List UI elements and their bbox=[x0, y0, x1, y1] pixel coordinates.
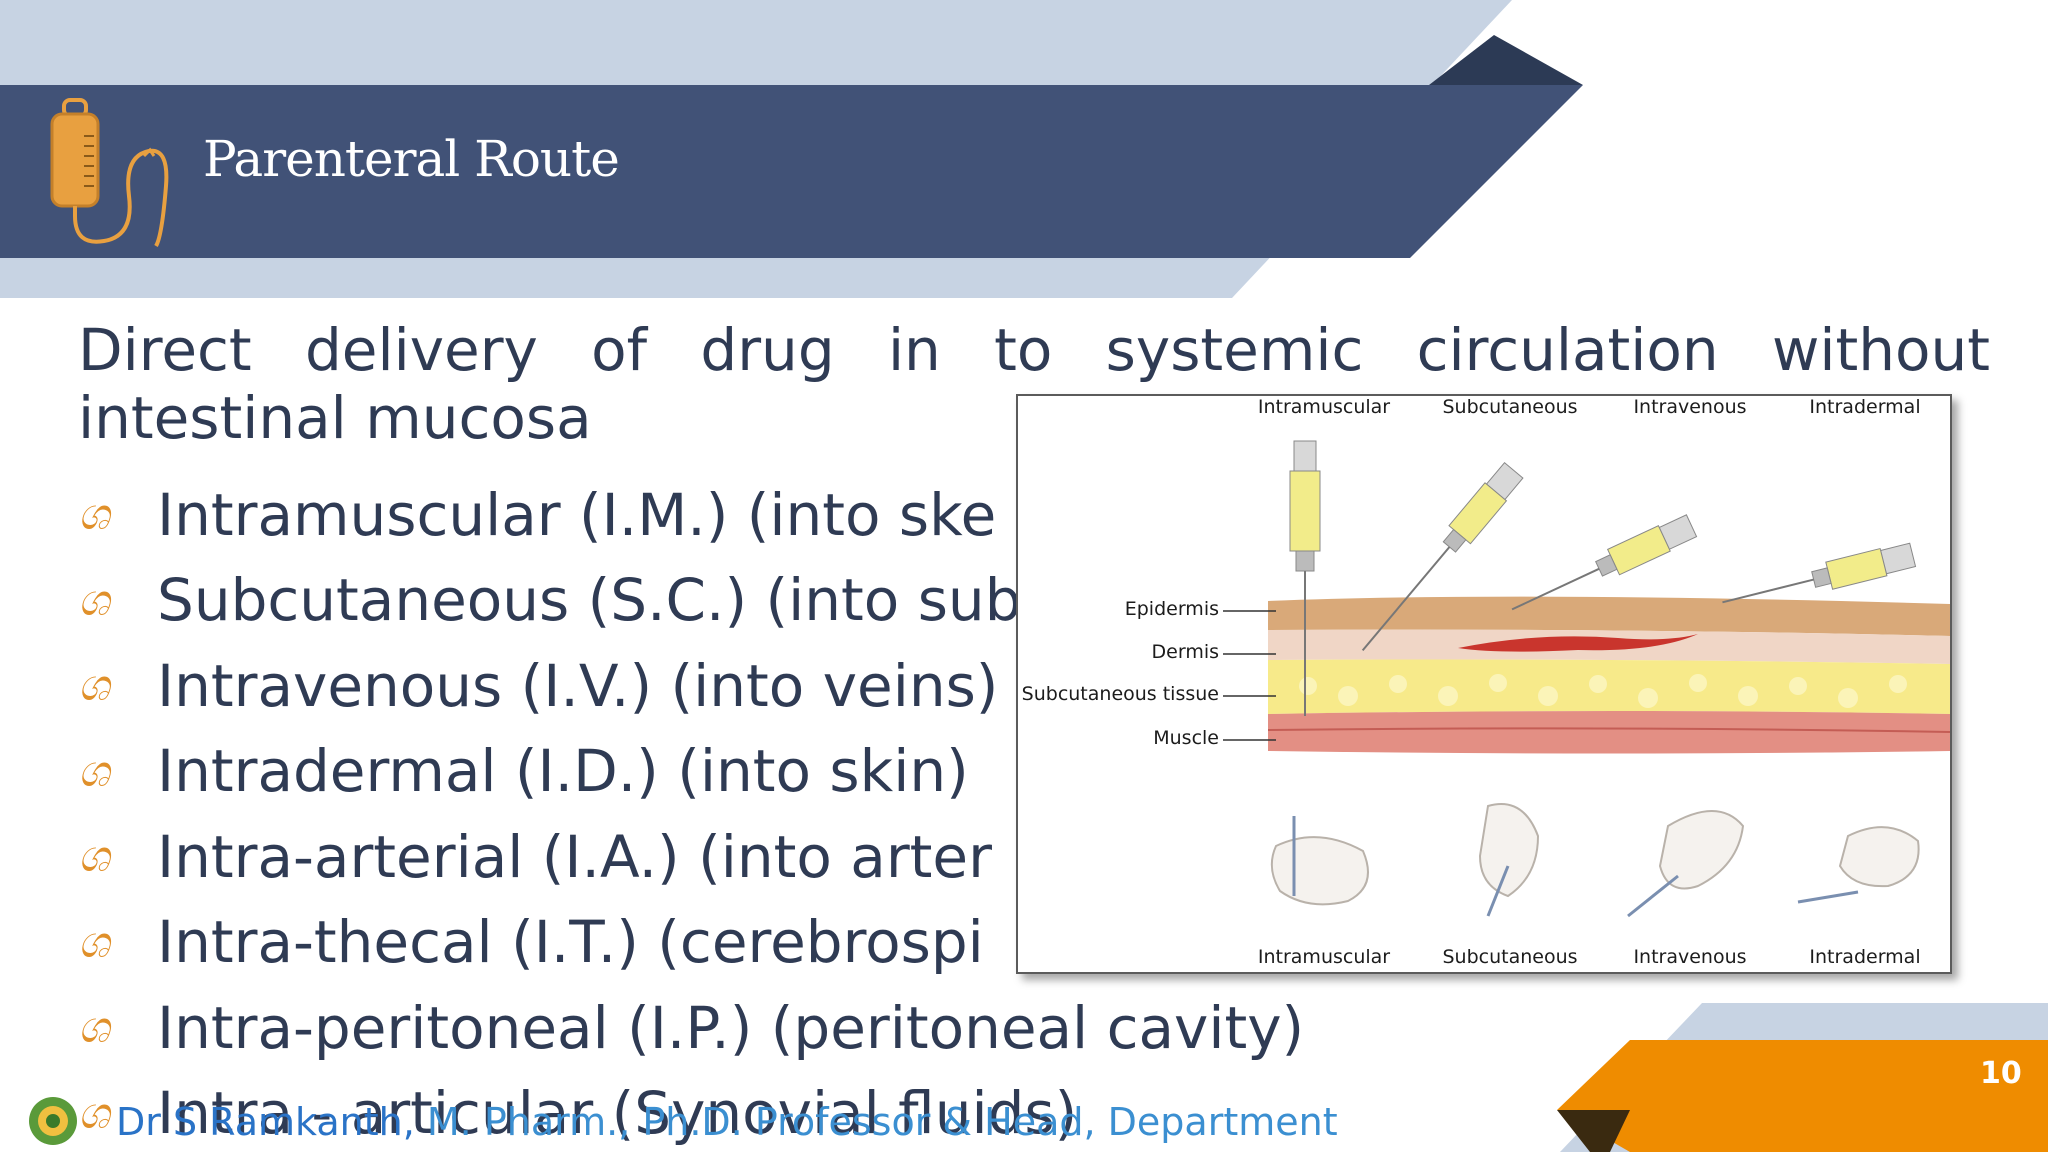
figure-bottom-label: Intramuscular bbox=[1258, 946, 1390, 968]
college-emblem-icon bbox=[22, 1093, 84, 1149]
iv-drip-bag-icon bbox=[44, 96, 174, 248]
author-name: Dr S Ramkanth, bbox=[116, 1100, 415, 1144]
list-item-text: Subcutaneous (S.C.) (into sub bbox=[157, 566, 1022, 634]
layer-label-subcutaneous: Subcutaneous tissue bbox=[1022, 683, 1219, 705]
list-item-text: Intra-thecal (I.T.) (cerebrospi bbox=[157, 908, 984, 976]
bullet-icon: ශ bbox=[78, 1002, 157, 1053]
figure-bottom-label: Subcutaneous bbox=[1442, 946, 1577, 968]
layer-label-dermis: Dermis bbox=[1152, 641, 1219, 663]
list-item-text: Intra-peritoneal (I.P.) (peritoneal cavi… bbox=[157, 994, 1304, 1062]
footer-text: Dr S Ramkanth, M. Pharm., Ph.D. Professo… bbox=[116, 1100, 1338, 1144]
list-item-text: Intramuscular (I.M.) (into ske bbox=[157, 481, 996, 549]
list-item-text: Intravenous (I.V.) (into veins) bbox=[157, 652, 998, 720]
figure-top-label: Intravenous bbox=[1633, 396, 1746, 418]
bullet-icon: ශ bbox=[78, 575, 157, 626]
slide-title: Parenteral Route bbox=[203, 130, 619, 188]
page-number: 10 bbox=[1980, 1056, 2022, 1091]
layer-labels: Epidermis Dermis Subcutaneous tissue Mus… bbox=[1018, 396, 1219, 972]
injection-routes-figure: Intramuscular Subcutaneous Intravenous I… bbox=[1016, 394, 1952, 974]
bullet-icon: ශ bbox=[78, 660, 157, 711]
layer-label-muscle: Muscle bbox=[1153, 727, 1219, 749]
list-item-text: Intradermal (I.D.) (into skin) bbox=[157, 737, 969, 805]
bullet-icon: ශ bbox=[78, 489, 157, 540]
bullet-icon: ශ bbox=[78, 831, 157, 882]
figure-top-label: Intradermal bbox=[1809, 396, 1920, 418]
author-credentials: M. Pharm., Ph.D. Professor & Head, Depar… bbox=[415, 1100, 1338, 1144]
figure-bottom-label: Intravenous bbox=[1633, 946, 1746, 968]
figure-bottom-label: Intradermal bbox=[1809, 946, 1920, 968]
list-item-text: Intra-arterial (I.A.) (into arter bbox=[157, 823, 992, 891]
figure-top-label: Subcutaneous bbox=[1442, 396, 1577, 418]
bullet-icon: ශ bbox=[78, 746, 157, 797]
bullet-icon: ශ bbox=[78, 917, 157, 968]
figure-top-label: Intramuscular bbox=[1258, 396, 1390, 418]
layer-label-epidermis: Epidermis bbox=[1125, 598, 1219, 620]
